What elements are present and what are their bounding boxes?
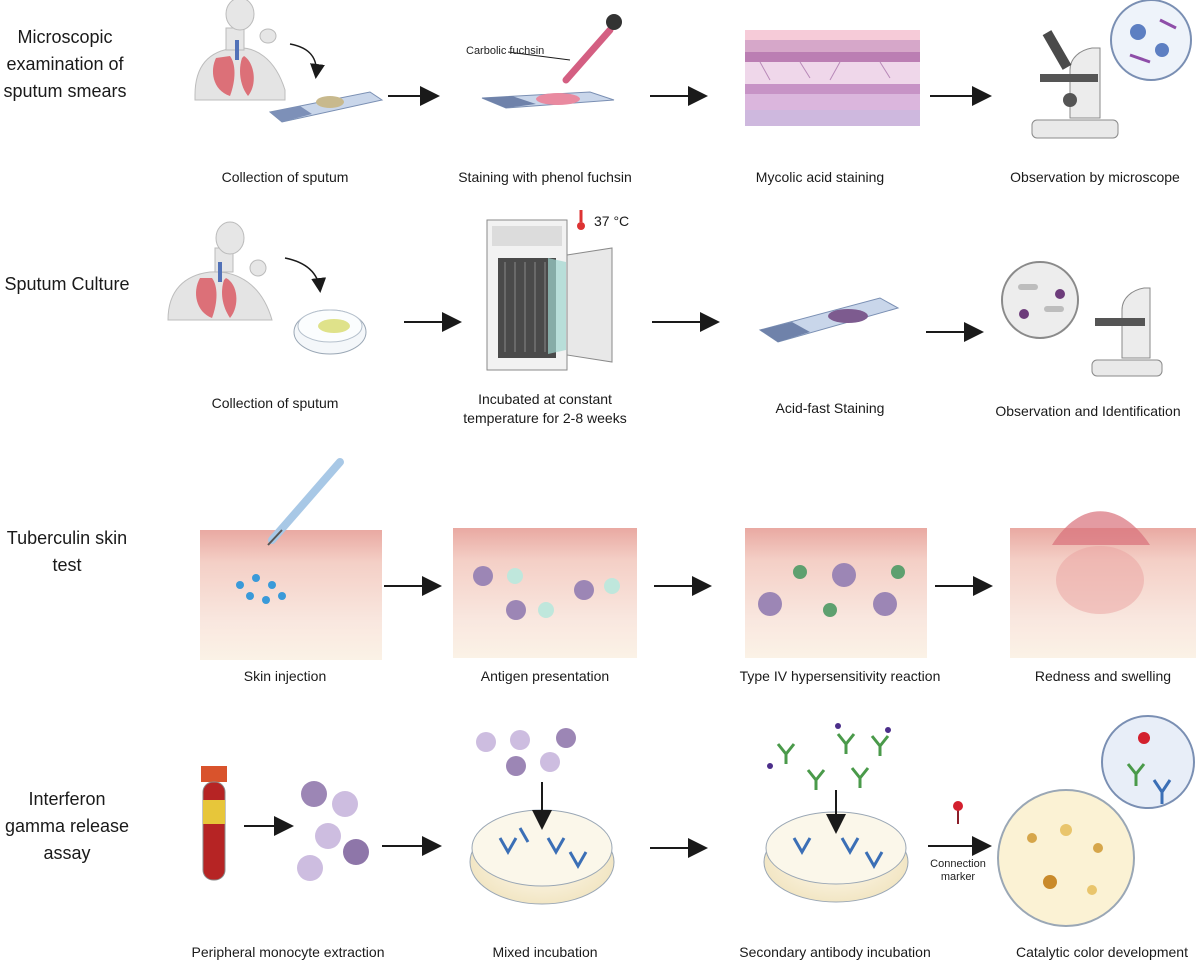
step-caption: Collection of sputum xyxy=(211,395,339,411)
step-caption: Catalytic color development xyxy=(1016,944,1188,960)
step-caption: Antigen presentation xyxy=(480,668,610,684)
blood-tube-icon xyxy=(201,766,227,881)
coated-dish-icon xyxy=(469,782,615,905)
step-caption: Mixed incubation xyxy=(492,944,598,960)
step-caption: Type IV hypersensitivity reaction xyxy=(739,668,941,684)
magnified-antibody-icon xyxy=(1101,715,1195,809)
skin-section-injection xyxy=(200,530,382,660)
magnified-bacteria-icon xyxy=(1001,261,1079,339)
microscope-icon xyxy=(1091,287,1163,377)
row-title-smear: Microscopic examination of sputum smears xyxy=(3,27,127,101)
connection-marker-label: Connection marker xyxy=(930,858,986,883)
carbolic-fuchsin-label: Carbolic fuchsin xyxy=(466,45,545,57)
step-caption: Redness and swelling xyxy=(1034,668,1172,684)
skin-section-redness xyxy=(1010,511,1196,658)
slide-acid-fast-icon xyxy=(758,297,900,343)
monocytes-icon xyxy=(297,781,369,881)
row-title-culture: Sputum Culture xyxy=(4,274,130,294)
syringe-icon xyxy=(267,458,344,546)
slide-sputum-icon xyxy=(268,91,384,123)
drop-arrow xyxy=(284,257,327,293)
cell-wall-layers-icon xyxy=(745,30,920,126)
step-caption: Observation by microscope xyxy=(1010,169,1180,185)
step-caption: Acid-fast Staining xyxy=(775,400,885,416)
step-caption: Collection of sputum xyxy=(221,169,349,185)
microscope-icon xyxy=(1031,30,1119,139)
skin-section-antigen xyxy=(453,528,637,658)
temperature-label: 37 °C xyxy=(594,213,629,229)
incubator-icon xyxy=(486,210,613,371)
step-caption: Peripheral monocyte extraction xyxy=(191,944,385,960)
step-caption: Secondary antibody incubation xyxy=(739,944,931,960)
row-title-igra: Interferon gamma release assay xyxy=(4,789,130,863)
coated-dish-icon xyxy=(763,790,909,903)
skin-section-hypersensitivity xyxy=(745,528,927,658)
step-caption: Mycolic acid staining xyxy=(755,169,885,185)
drop-arrow xyxy=(289,43,325,79)
step-caption: Incubated at constant temperature for 2-… xyxy=(463,391,627,426)
step-caption: Skin injection xyxy=(243,668,327,684)
color-development-dish-icon xyxy=(997,789,1135,927)
step-caption: Staining with phenol fuchsin xyxy=(458,169,632,185)
coughing-person-icon xyxy=(167,221,273,321)
dropper-slide-icon xyxy=(481,14,622,109)
secondary-antibodies-icon xyxy=(767,723,891,790)
marker-icon xyxy=(953,801,963,824)
row-title-tst: Tuberculin skin test xyxy=(6,528,128,575)
monocytes-icon xyxy=(476,728,576,776)
petri-dish-sputum-icon xyxy=(293,309,367,355)
magnified-bacteria-icon xyxy=(1110,0,1192,81)
step-caption: Observation and Identification xyxy=(995,403,1181,419)
coughing-person-icon xyxy=(194,0,286,101)
